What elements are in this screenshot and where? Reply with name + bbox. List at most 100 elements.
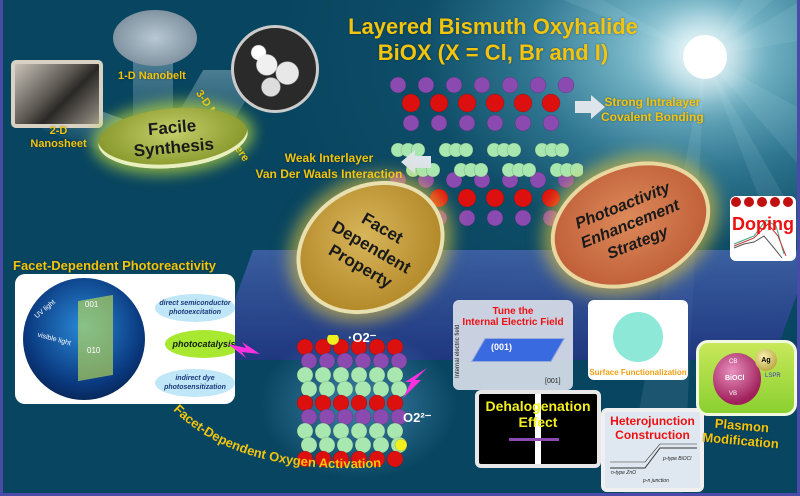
bismuth-atom [473,76,491,94]
bismuth-atom [529,171,547,189]
band-diagram [610,443,697,469]
slab [471,338,565,362]
nanobelt-label: 1-D Nanobelt [118,70,186,82]
sun-icon [683,35,727,79]
halogen-atom [506,142,522,158]
title-line-2: BiOX (X = Cl, Br and I) [377,40,609,65]
n-type-label: n-type ZnO [611,470,637,476]
halogen-atom [569,162,583,178]
electric-field-card: Tune the Internal Electric Field (001) I… [453,300,573,390]
doping-card: Doping [730,196,796,261]
heterojunction-line-2: Construction [615,428,690,442]
uv-light-label: UV light [33,298,57,321]
svg-text:Facet-Dependent Oxygen Activat: Facet-Dependent Oxygen Activation [171,401,382,471]
oxygen-atom [314,450,332,468]
tune-field-line-2: Internal Electric Field [462,317,564,328]
nanosheet-label-line-2: Nanosheet [30,138,87,150]
interlayer-line-1: Weak Interlayer [284,151,374,165]
interlayer-line-2: Van Der Waals Interaction [255,167,403,181]
heterojunction-card: Heterojunction Construction n-type ZnO p… [601,408,704,492]
nanosphere-image [231,25,319,113]
halogen-atom [473,162,489,178]
intralayer-line-2: Covalent Bonding [601,110,704,124]
nanobelt-image [113,10,197,66]
bismuth-atom [514,209,532,227]
dehalogenation-line-1: Dehalogenation [485,398,591,414]
nanosheet-label-line-1: 2-D [49,125,68,137]
bismuth-atom [542,114,560,132]
photoreactivity-panel: 001 010 UV light visible light direct se… [15,274,235,404]
biocl-sphere: CB BiOCl VB [713,353,761,405]
oxygen-atom [401,93,421,113]
bismuth-atom [318,352,336,370]
intralayer-label: Strong Intralayer Covalent Bonding [601,95,704,125]
vb-label: VB [729,391,738,397]
plasmon-label: Plasmon Modification [702,415,781,452]
bismuth-atom [501,76,519,94]
bismuth-atom [557,76,575,94]
facet-001-slab-label: (001) [491,342,513,352]
bismuth-atom [402,114,420,132]
plasmon-card: CB BiOCl VB Ag LSPR [696,340,797,416]
visible-light-label: visible light [36,331,72,348]
oxygen-atom [429,93,449,113]
biocl-label: BiOCl [725,375,745,382]
halogen-atom [554,142,570,158]
divider [535,394,541,464]
tune-field-label: Tune the Internal Electric Field [453,306,573,328]
nanosheet-image [11,60,103,128]
bismuth-atom [417,76,435,94]
oxygen-activation-cube [296,335,408,468]
ag-particle: Ag [755,349,777,371]
oxygen-atom [386,338,404,356]
oxygen-atom [541,188,561,208]
oxygen-atom [350,450,368,468]
oxygen-molecule [394,438,408,452]
oxygen-atom [386,450,404,468]
surface-functionalization-label: Surface Functionalization [589,368,687,377]
bismuth-atom [372,352,390,370]
direct-photoexcitation-bubble: direct semiconductor photoexcitation [155,294,235,322]
photoreactivity-title: Facet-Dependent Photoreactivity [13,258,216,273]
oxygen-activation-label-arc: Facet-Dependent Oxygen Activation [171,401,382,471]
indirect-photosensitization-bubble: indirect dye photosensitization [155,369,235,397]
bismuth-atom [430,114,448,132]
lightning-icon [403,368,427,398]
photocatalysis-bubble: photocatalysis [165,330,235,358]
arrow-right-icon [509,438,559,441]
oxygen-atom [513,188,533,208]
heterojunction-label: Heterojunction Construction [605,414,700,442]
oxygen-activation-label: Facet-Dependent Oxygen Activation [171,401,382,471]
surface-particle [613,312,663,362]
bismuth-atom [514,114,532,132]
halogen-atom [521,162,537,178]
bismuth-atom [458,209,476,227]
oxygen-atom [457,188,477,208]
bismuth-atom [389,76,407,94]
p-type-label: p-type BiOCl [663,456,692,462]
oxygen-atom [485,188,505,208]
nanosheet-label: 2-D Nanosheet [21,125,96,151]
cb-label: CB [729,359,738,365]
surface-functionalization-card: Surface Functionalization [588,300,688,380]
bismuth-atom [354,352,372,370]
facet-010-label: 010 [87,346,101,355]
arrow-left-icon [401,150,431,174]
oxygen-atom [332,450,350,468]
field-axis-label: Internal electric field [455,324,461,378]
facile-synthesis-disk: Facile Synthesis [95,101,251,175]
facet-crystal-illustration: 001 010 UV light visible light [23,278,145,400]
bismuth-atom [390,352,408,370]
bismuth-atom [486,209,504,227]
halogen-atom [458,142,474,158]
bismuth-atom [529,76,547,94]
lightning-icon [228,342,260,358]
oxygen-atom [541,93,561,113]
page-title: Layered Bismuth Oxyhalide BiOX (X = Cl, … [333,14,653,66]
bismuth-atom [445,76,463,94]
heterojunction-line-1: Heterojunction [610,414,695,428]
bismuth-atom [300,352,318,370]
crystal-structure [389,76,583,227]
oxygen-atom [457,93,477,113]
